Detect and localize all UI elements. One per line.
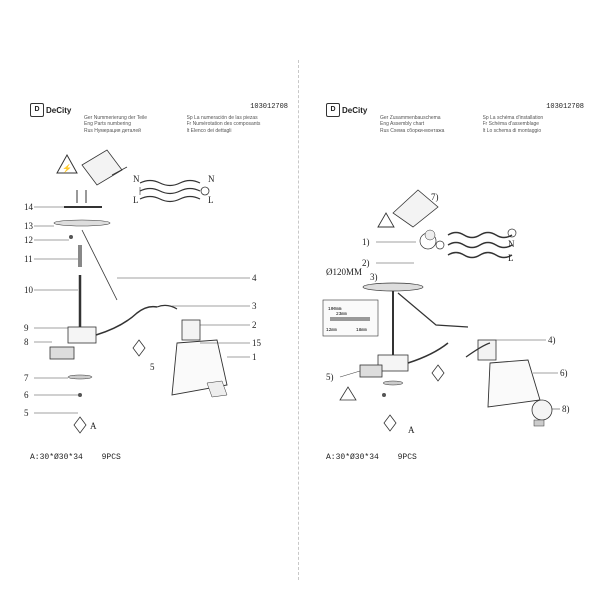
wire-label-l: L <box>133 195 139 205</box>
wire-label-l: L <box>208 195 214 205</box>
step-number: 7) <box>431 192 439 202</box>
part-number: 14 <box>24 202 34 212</box>
part-number: 3 <box>252 301 257 311</box>
part-number: 11 <box>24 254 33 264</box>
assembly-diagram: N L Ø120MM 100mm 23mm 12mm 18mm 7) <box>322 189 570 435</box>
exploded-parts <box>49 190 158 434</box>
inset-dim: 12mm <box>326 327 337 333</box>
crystal-pendant-icon <box>383 414 397 432</box>
header-line: Rus Нумерация деталей <box>84 127 141 134</box>
warning-icon <box>56 153 78 174</box>
header-line: Fr Numérotation des composants <box>186 121 261 128</box>
quantity-spec: 9PCS <box>397 453 417 462</box>
header-line: It Elenco dei dettagli <box>186 127 232 134</box>
model-number: 103012708 <box>546 103 584 111</box>
sheet-divider <box>298 60 299 580</box>
step-number: 4) <box>548 335 556 345</box>
part-number: 12 <box>24 235 33 245</box>
header-line: Sp La schéma d'installation <box>482 115 544 121</box>
warning-icon <box>377 212 395 228</box>
part-number: 8 <box>24 337 29 347</box>
part-number: 6 <box>24 390 29 400</box>
brand-mark-icon: D <box>30 103 44 117</box>
inset-dim: 100mm <box>328 306 342 312</box>
step-number: 6) <box>560 368 568 378</box>
crystal-pendant-icon <box>132 339 146 357</box>
wiring-diagram <box>435 228 517 259</box>
mounting-bracket-icon <box>81 149 123 186</box>
step-number: 8) <box>562 404 570 414</box>
lamp-shade-assembly <box>156 304 228 398</box>
part-number: 4 <box>252 273 257 283</box>
crystal-pendant-icon <box>431 364 445 382</box>
sheet-footer: A:30*Ø30*34 9PCS <box>30 453 135 462</box>
step-number: 5) <box>326 372 334 382</box>
wire-label-n: N <box>508 239 515 249</box>
ground-icon <box>200 186 210 196</box>
header-line: Rus Схема сборки-монтажа <box>380 127 445 134</box>
assembly-chart-sheet: D DeCity 103012708 Ger Zusammenbauschema… <box>318 95 588 495</box>
header-line: Fr Schéma d'assemblage <box>482 121 540 128</box>
wire-label-n: N <box>208 174 215 184</box>
header-line: Eng Parts numbering <box>84 121 131 128</box>
brand-name: DeCity <box>342 105 368 115</box>
part-number: 1 <box>252 352 257 362</box>
wire-icon <box>111 166 128 176</box>
part-number: 2 <box>252 320 257 330</box>
part-number: 10 <box>24 285 34 295</box>
brand-logo: D DeCity <box>326 103 367 117</box>
part-number: 5 <box>150 362 155 372</box>
lamp-shade-icon <box>487 359 541 408</box>
note-label: A <box>90 421 97 431</box>
step-number: 2) <box>362 258 370 268</box>
part-number: 13 <box>24 221 34 231</box>
header-line: It Lo schema di montaggio <box>482 127 542 134</box>
header-line: Eng Assembly chart <box>380 121 425 128</box>
part-number: 9 <box>24 323 29 333</box>
step-number: 3) <box>370 272 378 282</box>
ground-icon <box>507 228 517 238</box>
header-lines: Ger Nummerierung der Teile Sp La numeraci… <box>84 115 289 134</box>
ceiling-plate-icon <box>362 282 424 292</box>
brand-logo: D DeCity <box>30 103 71 117</box>
model-number: 103012708 <box>250 103 288 111</box>
part-number: 15 <box>252 338 262 348</box>
brand-mark-icon: D <box>326 103 340 117</box>
parts-numbering-sheet: D DeCity 103012708 Ger Nummerierung der … <box>22 95 292 495</box>
inset-dim: 18mm <box>356 327 367 333</box>
step-number: 1) <box>362 237 370 247</box>
header-line: Ger Nummerierung der Teile <box>84 115 147 121</box>
inset-dim: 23mm <box>336 311 347 317</box>
plate-diameter: Ø120MM <box>326 267 362 277</box>
size-spec: A:30*Ø30*34 <box>30 453 83 462</box>
note-label: A <box>408 425 415 435</box>
lamp-shade-icon <box>171 339 228 396</box>
header-lines: Ger Zusammenbauschema Sp La schéma d'inst… <box>380 115 585 134</box>
quantity-spec: 9PCS <box>101 453 121 462</box>
part-number: 5 <box>24 408 29 418</box>
wire-label-n: N <box>133 174 140 184</box>
header-line: Sp La numeración de las piezas <box>186 115 258 121</box>
ground-icon <box>435 240 445 250</box>
brand-name: DeCity <box>46 105 72 115</box>
size-spec: A:30*Ø30*34 <box>326 453 379 462</box>
part-number: 7 <box>24 373 29 383</box>
wiring-diagram <box>139 179 210 203</box>
sheet-footer: A:30*Ø30*34 9PCS <box>326 453 431 462</box>
light-bulb-icon <box>531 399 553 421</box>
wire-label-l: L <box>508 253 514 263</box>
header-line: Ger Zusammenbauschema <box>380 115 441 121</box>
warning-icon-glyph: ⚡ <box>62 163 72 173</box>
parts-diagram: ⚡ N L N L <box>24 149 262 434</box>
mounting-bracket-icon <box>392 189 439 228</box>
warning-icon <box>339 386 357 401</box>
